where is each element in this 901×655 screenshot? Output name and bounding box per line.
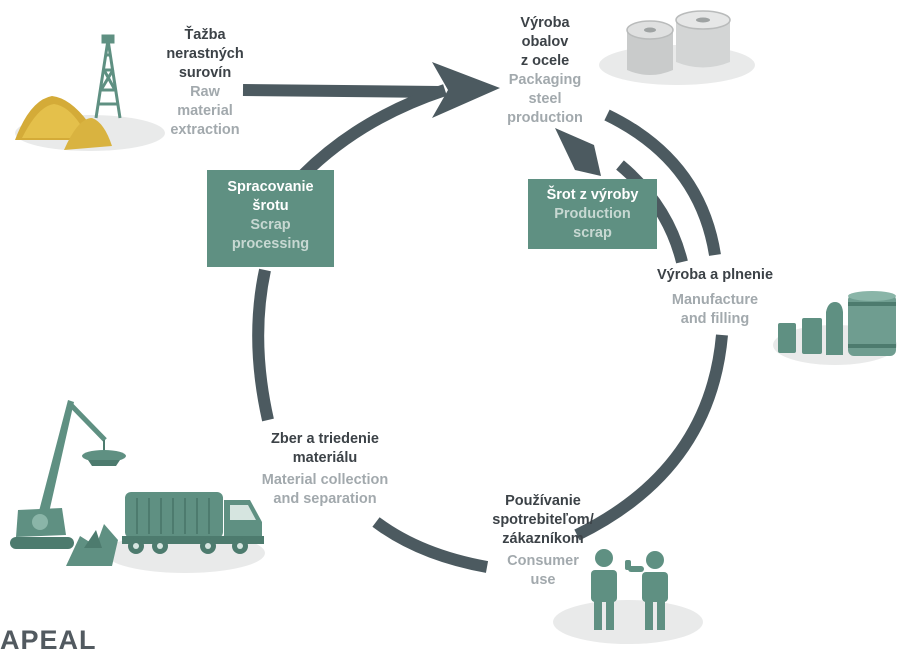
steel-production-en-1: Packaging <box>508 72 582 88</box>
steel-production-en-2: steel <box>528 91 562 107</box>
node-consumer: Používanie spotrebiteľom/ zákazníkom Con… <box>478 492 608 590</box>
manufacture-sk-1: Výroba a plnenie <box>656 267 774 283</box>
consumer-sk-3: zákazníkom <box>502 531 584 547</box>
raw-extraction-sk-3: surovín <box>178 65 232 81</box>
consumer-en-2: use <box>530 572 556 588</box>
steel-production-sk-2: obalov <box>521 34 569 50</box>
raw-extraction-sk-2: nerastných <box>166 46 244 62</box>
scrap-processing-en-2: processing <box>231 236 310 252</box>
people-illustration <box>553 549 703 644</box>
arrow-production-scrap-return <box>616 160 688 264</box>
production-scrap-en-1: Production <box>554 206 631 222</box>
steel-rolls-illustration <box>599 10 755 85</box>
cans-illustration <box>773 291 897 365</box>
apeal-logo: APEAL <box>0 625 97 655</box>
arrow-consumer-to-collection <box>372 517 489 573</box>
consumer-sk-2: spotrebiteľom/ <box>492 512 594 528</box>
raw-extraction-en-3: extraction <box>170 122 240 138</box>
production-scrap-sk-1: Šrot z výroby <box>546 187 639 203</box>
oil-derrick-icon <box>94 34 122 119</box>
arrow-scrap-to-steel <box>298 84 447 180</box>
scrap-processing-sk-2: šrotu <box>252 198 289 214</box>
consumer-sk-1: Používanie <box>505 493 581 509</box>
scrap-processing-en-1: Scrap <box>250 217 291 233</box>
production-scrap-en-2: scrap <box>573 225 612 241</box>
manufacture-en-1: Manufacture <box>671 292 759 308</box>
crane-icon <box>10 400 126 549</box>
node-manufacture: Výroba a plnenie Manufacture and filling <box>640 266 790 329</box>
arrow-raw-to-steel <box>242 84 441 98</box>
collection-sk-2: materiálu <box>292 450 358 466</box>
steel-production-en-3: production <box>507 110 583 126</box>
arrowhead-production-scrap <box>555 128 601 176</box>
arrow-steel-to-manufacture <box>604 109 721 256</box>
arrow-left-arc <box>252 268 274 422</box>
arrowhead-steel <box>432 62 500 118</box>
node-collection: Zber a triedenie materiálu Material coll… <box>245 430 405 509</box>
steel-production-sk-3: z ocele <box>520 53 570 69</box>
garbage-truck-icon <box>122 492 264 554</box>
box-production-scrap: Šrot z výroby Production scrap <box>528 179 657 249</box>
person-icon <box>625 551 668 630</box>
collection-en-2: and separation <box>273 491 377 507</box>
arrow-manufacture-to-consumer <box>574 334 728 541</box>
collection-illustration <box>10 400 265 573</box>
steel-production-sk-1: Výroba <box>520 15 570 31</box>
scrap-processing-sk-1: Spracovanie <box>227 179 314 195</box>
node-raw-extraction: Ťažba nerastných surovín Raw material ex… <box>150 26 260 140</box>
raw-extraction-sk-1: Ťažba <box>184 27 226 43</box>
raw-extraction-en-2: material <box>177 103 233 119</box>
person-icon <box>591 549 617 630</box>
raw-material-illustration <box>15 34 165 151</box>
manufacture-en-2: and filling <box>680 311 750 327</box>
scrap-pile-icon <box>66 524 118 566</box>
collection-en-1: Material collection <box>261 472 389 488</box>
raw-extraction-en-1: Raw <box>190 84 220 100</box>
consumer-en-1: Consumer <box>507 553 579 569</box>
node-steel-production: Výroba obalov z ocele Packaging steel pr… <box>490 14 600 128</box>
box-scrap-processing: Spracovanie šrotu Scrap processing <box>207 170 334 267</box>
collection-sk-1: Zber a triedenie <box>271 431 379 447</box>
